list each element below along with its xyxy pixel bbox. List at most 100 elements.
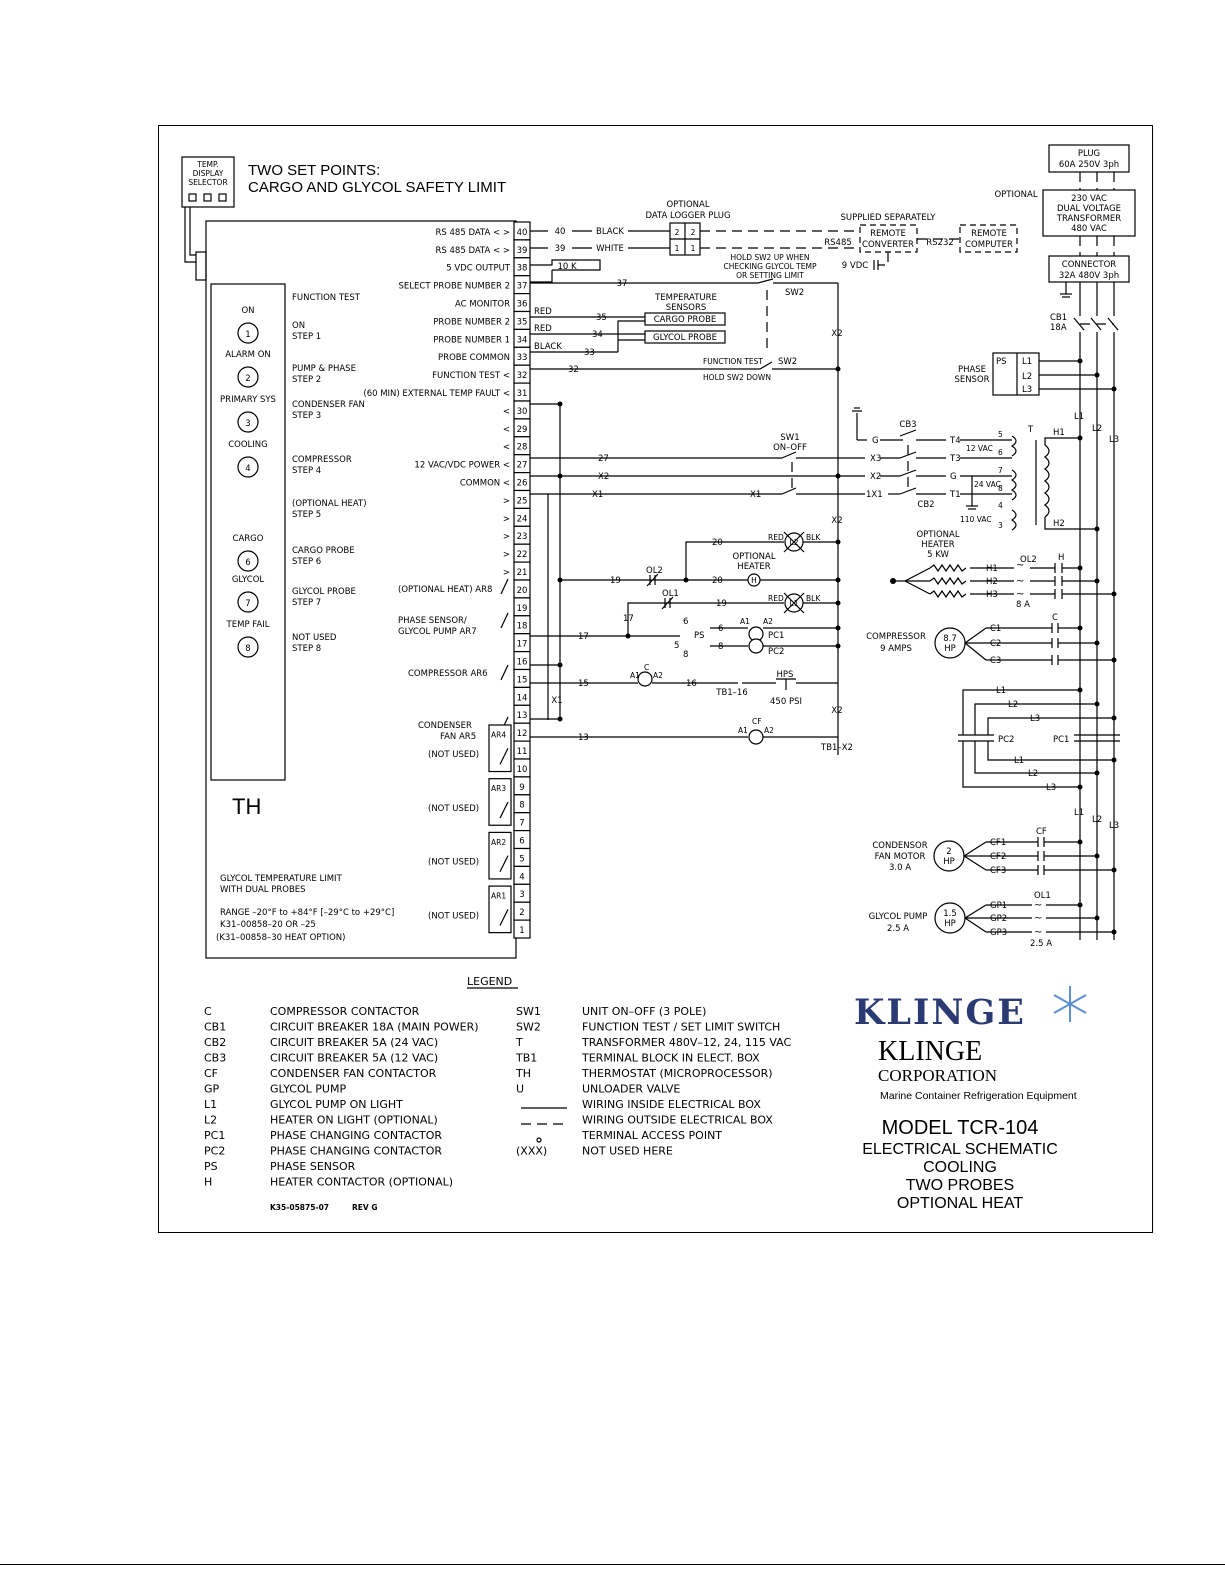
svg-text:OPTIONAL: OPTIONAL — [732, 552, 775, 562]
optional-plug-2: DATA LOGGER PLUG — [645, 211, 730, 221]
terminal-20: 20 — [517, 586, 528, 596]
svg-text:T4: T4 — [949, 436, 961, 446]
step-title: FUNCTION TEST — [292, 293, 361, 303]
svg-text:BLK: BLK — [806, 594, 821, 603]
title-line-3: TWO PROBES — [906, 1177, 1014, 1194]
svg-text:480 VAC: 480 VAC — [1071, 224, 1107, 234]
legend-code: H — [204, 1176, 212, 1189]
connector-label: CONNECTOR — [1062, 260, 1117, 270]
svg-text:X2: X2 — [870, 472, 881, 482]
terminal-21: 21 — [517, 568, 528, 578]
svg-text:C1: C1 — [990, 624, 1001, 634]
terminal-7: 7 — [519, 819, 524, 829]
aux-relay-tag: AR4 — [491, 731, 506, 740]
svg-text:32: 32 — [568, 365, 579, 375]
phase-sensor-2: SENSOR — [954, 375, 989, 385]
svg-text:L3: L3 — [1022, 385, 1032, 395]
legend-code: GP — [204, 1083, 220, 1096]
svg-text:<: < — [503, 407, 510, 417]
svg-text:HP: HP — [944, 644, 956, 654]
wire-40: 40 — [555, 227, 566, 237]
sw2-top: SW2 — [785, 288, 804, 298]
svg-text:TB1–16: TB1–16 — [715, 688, 748, 698]
tb1-x2: TB1–X2 — [820, 743, 853, 753]
plug-rating: 60A 250V 3ph — [1059, 160, 1119, 170]
svg-text:27: 27 — [598, 454, 609, 464]
svg-text:>: > — [503, 514, 510, 524]
svg-text:HPS: HPS — [777, 670, 794, 680]
svg-text:TRANSFORMER: TRANSFORMER — [1056, 214, 1122, 224]
legend-desc: COMPRESSOR CONTACTOR — [270, 1005, 420, 1018]
step-number: STEP 5 — [292, 510, 321, 520]
terminal-31: 31 — [517, 389, 528, 399]
svg-text:>: > — [503, 568, 510, 578]
svg-text:CF3: CF3 — [990, 866, 1006, 876]
svg-text:C3: C3 — [990, 656, 1001, 666]
legend-code: CF — [204, 1067, 218, 1080]
svg-text:L3: L3 — [1046, 783, 1056, 793]
terminal-label-36: AC MONITOR — [455, 299, 510, 309]
resistor-10k: 10 K — [557, 262, 577, 272]
temp-sensors-1: TEMPERATURE — [654, 293, 717, 303]
legend-code: PC2 — [204, 1145, 225, 1158]
svg-text:1X1: 1X1 — [866, 490, 883, 500]
cargo-probe: CARGO PROBE — [654, 315, 717, 325]
optional-transformer: OPTIONAL — [994, 190, 1037, 200]
indicator-label: PRIMARY SYS — [220, 395, 276, 405]
svg-text:~: ~ — [1034, 913, 1042, 924]
legend-desc: TERMINAL BLOCK IN ELECT. BOX — [581, 1052, 760, 1065]
svg-text:L1: L1 — [1014, 756, 1024, 766]
svg-text:A1: A1 — [740, 617, 750, 626]
legend-code: SW2 — [516, 1021, 541, 1034]
svg-text:A2: A2 — [653, 671, 663, 680]
svg-text:5 KW: 5 KW — [927, 550, 949, 560]
indicator-label: GLYCOL — [232, 575, 265, 585]
svg-text:H2: H2 — [1053, 519, 1065, 529]
terminal-label-33: PROBE COMMON — [438, 353, 510, 363]
terminal-2: 2 — [519, 908, 524, 918]
terminal-4: 4 — [519, 872, 524, 882]
svg-text:A1: A1 — [738, 726, 748, 735]
relay-ar5-1: CONDENSER — [418, 721, 472, 731]
step-title: (OPTIONAL HEAT) — [292, 499, 367, 509]
svg-text:>: > — [503, 550, 510, 560]
terminal-3: 3 — [519, 890, 524, 900]
svg-text:6: 6 — [998, 448, 1003, 457]
selector-label-1: TEMP. — [196, 160, 219, 169]
step-number: STEP 7 — [292, 598, 321, 608]
step-title: ON — [292, 321, 305, 331]
legend-desc: UNLOADER VALVE — [582, 1083, 680, 1096]
indicator-label: ALARM ON — [225, 350, 271, 360]
svg-text:17: 17 — [578, 632, 589, 642]
terminal-22: 22 — [517, 550, 528, 560]
klinge-logo: KLINGE — [854, 992, 1026, 1033]
legend-code: PS — [204, 1160, 218, 1173]
company-tagline: Marine Container Refrigeration Equipment — [880, 1090, 1077, 1102]
svg-text:X2: X2 — [831, 706, 842, 716]
vac-24: 24 VAC — [974, 480, 1001, 489]
svg-text:C: C — [644, 663, 649, 672]
svg-text:34: 34 — [592, 330, 603, 340]
svg-text:1: 1 — [675, 244, 680, 253]
svg-text:4: 4 — [998, 501, 1003, 510]
svg-text:17: 17 — [623, 614, 634, 624]
step-title: CONDENSER FAN — [292, 400, 365, 410]
legend-desc: UNIT ON–OFF (3 POLE) — [582, 1005, 706, 1018]
svg-text:OPTIONAL: OPTIONAL — [916, 530, 959, 540]
relay-ar5-2: FAN AR5 — [440, 732, 476, 742]
svg-text:8: 8 — [718, 642, 723, 652]
th-note-5: (K31–00858–30 HEAT OPTION) — [216, 933, 345, 943]
supplied-separately: SUPPLIED SEPARATELY — [841, 213, 937, 223]
control-wiring: 37 HOLD SW2 UP WHEN CHECKING GLYCOL TEMP… — [530, 253, 961, 755]
heater-coil-h: H — [751, 576, 757, 585]
phase-sensor-1: PHASE — [958, 365, 986, 375]
legend-desc: CIRCUIT BREAKER 5A (12 VAC) — [270, 1052, 438, 1065]
legend-desc: THERMOSTAT (MICROPROCESSOR) — [581, 1067, 773, 1080]
legend-desc: HEATER ON LIGHT (OPTIONAL) — [270, 1114, 438, 1127]
legend-desc: GLYCOL PUMP ON LIGHT — [270, 1098, 403, 1111]
legend-code: SW1 — [516, 1005, 541, 1018]
svg-text:HEATER: HEATER — [921, 540, 954, 550]
